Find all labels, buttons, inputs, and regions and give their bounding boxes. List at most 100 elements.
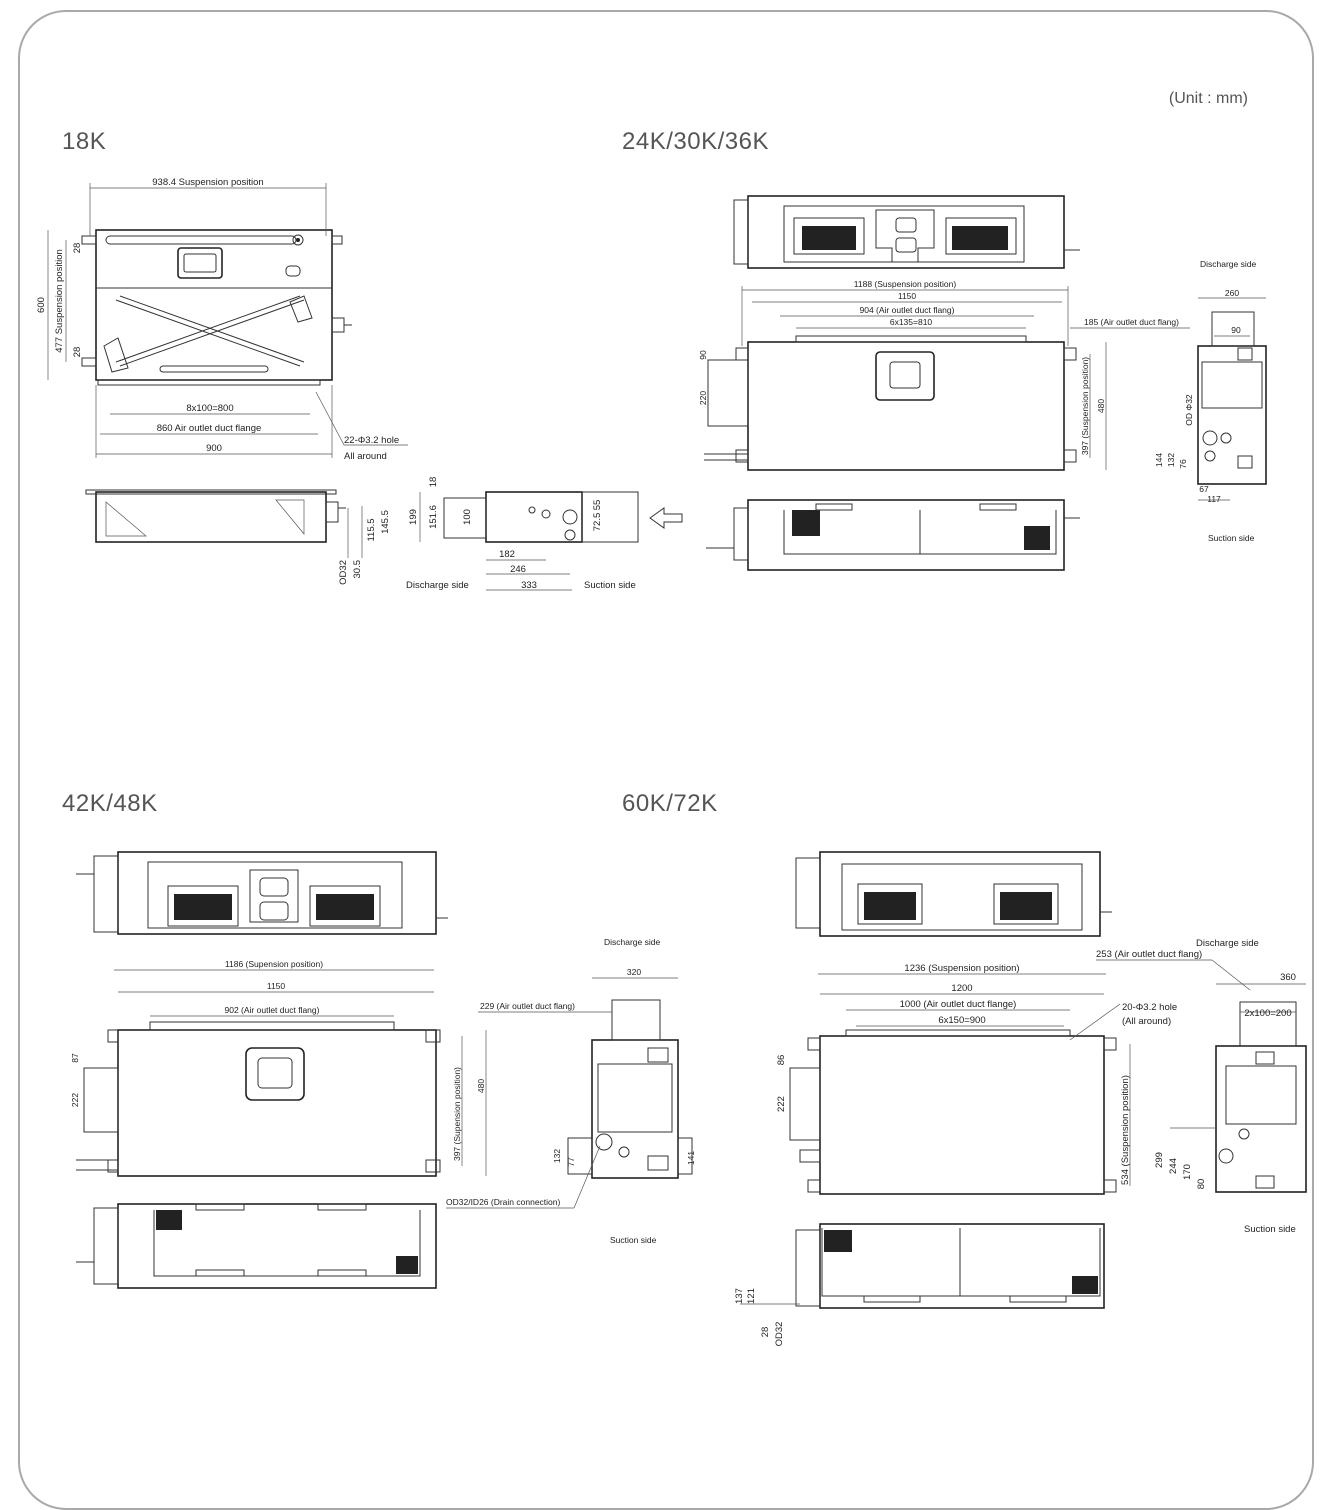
dim-132: 132: [1166, 453, 1176, 467]
dim-55: 55: [592, 500, 603, 511]
label-suction-side: Suction side: [584, 580, 636, 591]
drawing-42k-side-view: Discharge side 320 229 (Air outlet duct …: [446, 937, 696, 1245]
dim-76: 76: [1178, 459, 1188, 469]
dim-320: 320: [627, 967, 641, 977]
dim-77: 77: [566, 1157, 576, 1167]
dim-all-around: All around: [344, 451, 387, 462]
dim-132-42k: 132: [552, 1149, 562, 1163]
label-discharge-side: Discharge side: [406, 580, 469, 591]
dim-397-42k: 397 (Supension position): [452, 1067, 462, 1161]
dim-360: 360: [1280, 972, 1296, 983]
dim-20-hole: 20-Φ3.2 hole: [1122, 1002, 1177, 1013]
dim-drain-connection: OD32/ID26 (Drain connection): [446, 1197, 561, 1207]
drawing-42k-plan-view: 1186 (Supension position) 1150 902 (Air …: [70, 959, 487, 1177]
dim-534: 534 (Suspension position): [1120, 1075, 1131, 1185]
dim-902: 902 (Air outlet duct flang): [225, 1005, 320, 1015]
dim-260: 260: [1225, 288, 1239, 298]
dim-246: 246: [510, 564, 526, 575]
dim-397: 397 (Suspension position): [1080, 357, 1090, 455]
drawing-24k-top-view: [733, 195, 1080, 269]
dim-1188: 1188 (Suspension position): [854, 279, 957, 289]
unit-note: (Unit : mm): [1168, 90, 1248, 107]
dim-6x135: 6x135=810: [890, 317, 933, 327]
dim-1200: 1200: [951, 983, 972, 994]
dim-90: 90: [698, 350, 708, 360]
dim-1150: 1150: [898, 291, 917, 301]
title-18k: 18K: [62, 128, 107, 155]
dim-600: 600: [36, 297, 47, 313]
dim-220: 220: [698, 391, 708, 405]
dim-22-hole: 22-Φ3.2 hole: [344, 435, 399, 446]
dim-all-around-60k: (All around): [1122, 1016, 1171, 1027]
dim-117: 117: [1207, 494, 1221, 504]
dim-od32-60k: OD32: [774, 1322, 785, 1347]
dim-od-phi32: OD Φ32: [1184, 394, 1194, 426]
dim-72-5: 72.5: [592, 513, 603, 532]
dim-480: 480: [1096, 399, 1106, 413]
dim-100: 100: [462, 509, 473, 525]
dim-222-60k: 222: [776, 1096, 787, 1112]
drawing-18k-front-view: OD32 30.5 115.5 145.5: [85, 489, 391, 585]
dim-900: 900: [206, 443, 222, 454]
dim-28-60k: 28: [760, 1327, 771, 1338]
dim-8x100: 8x100=800: [186, 403, 233, 414]
dim-115-5: 115.5: [366, 518, 377, 541]
dim-244: 244: [1168, 1158, 1179, 1174]
dim-151-6: 151.6: [428, 505, 439, 529]
dim-137: 137: [734, 1288, 745, 1304]
dim-1150-42k: 1150: [267, 981, 286, 991]
dim-229: 229 (Air outlet duct flang): [480, 1001, 575, 1011]
drawing-42k-top-view: [76, 851, 448, 935]
dim-222-42k: 222: [70, 1093, 80, 1107]
drawing-60k-side-view: Discharge side 253 (Air outlet duct flan…: [1096, 938, 1307, 1235]
dim-1236: 1236 (Suspension position): [904, 963, 1019, 974]
drawing-24k-bottom-view: [706, 499, 1080, 571]
dim-938-4: 938.4 Suspension position: [152, 177, 263, 188]
dim-477: 477 Suspension position: [54, 249, 65, 353]
dim-144: 144: [1154, 453, 1164, 467]
label-suction-side-60k: Suction side: [1244, 1224, 1296, 1235]
title-42k-48k: 42K/48K: [62, 790, 158, 817]
drawing-24k-side-view: Discharge side 260 90 OD Φ32 144 132 76 …: [1154, 259, 1267, 543]
label-suction-side-24k: Suction side: [1208, 533, 1255, 543]
dim-145-5: 145.5: [380, 510, 391, 534]
title-60k-72k: 60K/72K: [622, 790, 718, 817]
view-direction-arrow-icon: [649, 507, 683, 529]
dim-86: 86: [776, 1055, 787, 1066]
dim-1000: 1000 (Air outlet duct flange): [900, 999, 1017, 1010]
dim-904: 904 (Air outlet duct flang): [860, 305, 955, 315]
label-discharge-side-60k: Discharge side: [1196, 938, 1259, 949]
label-suction-side-42k: Suction side: [610, 1235, 657, 1245]
dim-199: 199: [408, 509, 419, 525]
label-discharge-side-42k: Discharge side: [604, 937, 660, 947]
dim-141: 141: [686, 1151, 696, 1165]
dim-860-flange: 860 Air outlet duct flange: [157, 423, 262, 434]
drawing-60k-bottom-view: 137 121 28 OD32: [734, 1223, 1105, 1347]
drawing-18k-side-view: 199 18 151.6 100 72.5 55 182 246 333 Dis…: [406, 477, 683, 591]
dim-253: 253 (Air outlet duct flang): [1096, 949, 1202, 960]
title-24k-30k-36k: 24K/30K/36K: [622, 128, 769, 155]
dim-1186: 1186 (Supension position): [225, 959, 323, 969]
dim-30-5: 30.5: [352, 560, 363, 579]
dim-170: 170: [1182, 1164, 1193, 1180]
dim-80: 80: [1196, 1179, 1207, 1190]
dim-480-42k: 480: [476, 1079, 486, 1093]
drawing-18k-top-view: 938.4 Suspension position 600 477 Suspen…: [36, 177, 408, 462]
dim-121: 121: [746, 1288, 757, 1304]
dim-90b: 90: [1231, 325, 1241, 335]
label-discharge-side-24k: Discharge side: [1200, 259, 1256, 269]
dim-67: 67: [1199, 484, 1209, 494]
drawing-60k-top-view: [795, 851, 1112, 937]
dim-182: 182: [499, 549, 515, 560]
dim-od32: OD32: [338, 560, 349, 585]
dim-185: 185 (Air outlet duct flang): [1084, 317, 1179, 327]
dim-87: 87: [70, 1053, 80, 1063]
dim-28b: 28: [72, 347, 83, 358]
dim-333: 333: [521, 580, 537, 591]
dim-6x150: 6x150=900: [938, 1015, 985, 1026]
dim-2x100: 2x100=200: [1244, 1008, 1291, 1019]
dim-18: 18: [428, 477, 439, 488]
dim-28a: 28: [72, 243, 83, 254]
drawing-24k-plan-view: 1188 (Suspension position) 1150 904 (Air…: [698, 279, 1190, 471]
drawing-60k-plan-view: 1236 (Suspension position) 1200 1000 (Ai…: [776, 963, 1177, 1195]
